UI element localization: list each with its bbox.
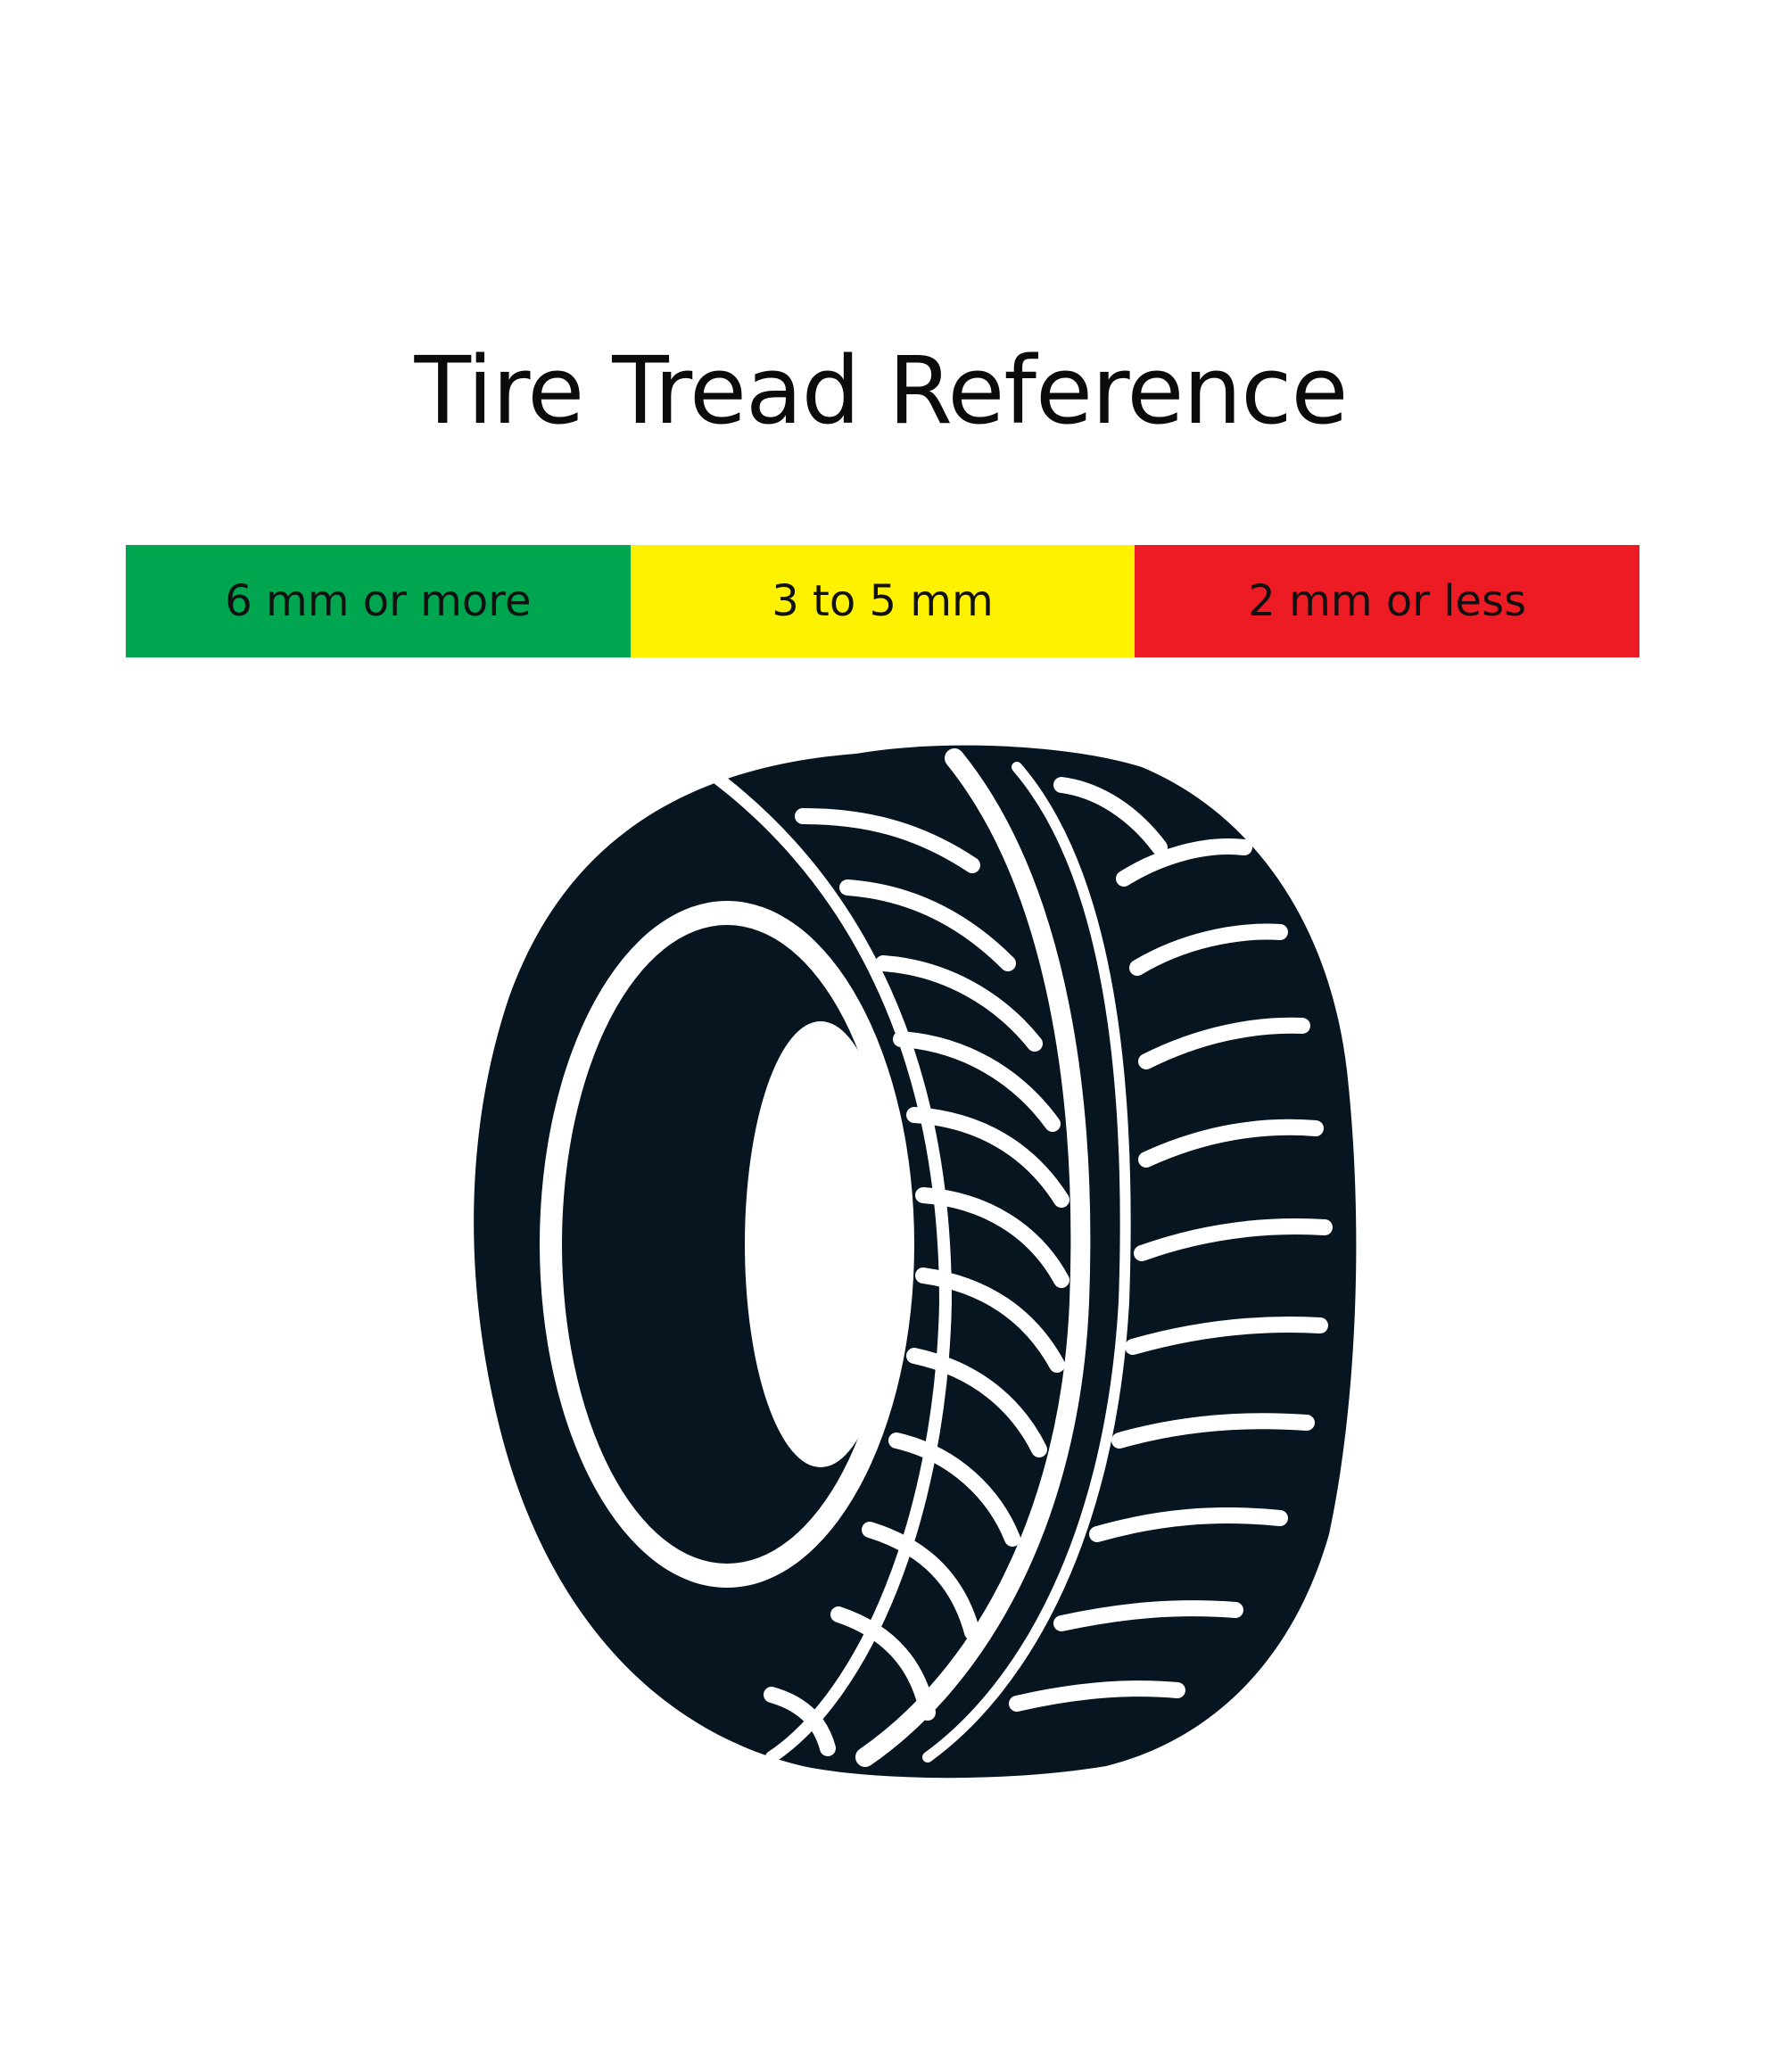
- legend-label-caution: 3 to 5 mm: [772, 576, 994, 626]
- tread-slots-left: [764, 808, 1069, 1756]
- legend-segment-good: 6 mm or more: [126, 545, 631, 657]
- tread-slots-right: [1009, 777, 1333, 1712]
- tread-groove-outer: [922, 762, 1131, 1763]
- tire-illustration: [446, 731, 1391, 1784]
- legend-label-replace: 2 mm or less: [1248, 576, 1527, 626]
- page-title: Tire Tread Reference: [414, 336, 1349, 445]
- tread-groove-inner: [694, 759, 953, 1763]
- hub-hole: [745, 1021, 896, 1467]
- legend-segment-replace: 2 mm or less: [1135, 545, 1640, 657]
- tire-icon: [474, 745, 1357, 1779]
- legend-label-good: 6 mm or more: [225, 576, 532, 626]
- tread-groove-center: [855, 748, 1091, 1767]
- tread-depth-legend: 6 mm or more 3 to 5 mm 2 mm or less: [126, 545, 1640, 657]
- legend-segment-caution: 3 to 5 mm: [630, 545, 1135, 657]
